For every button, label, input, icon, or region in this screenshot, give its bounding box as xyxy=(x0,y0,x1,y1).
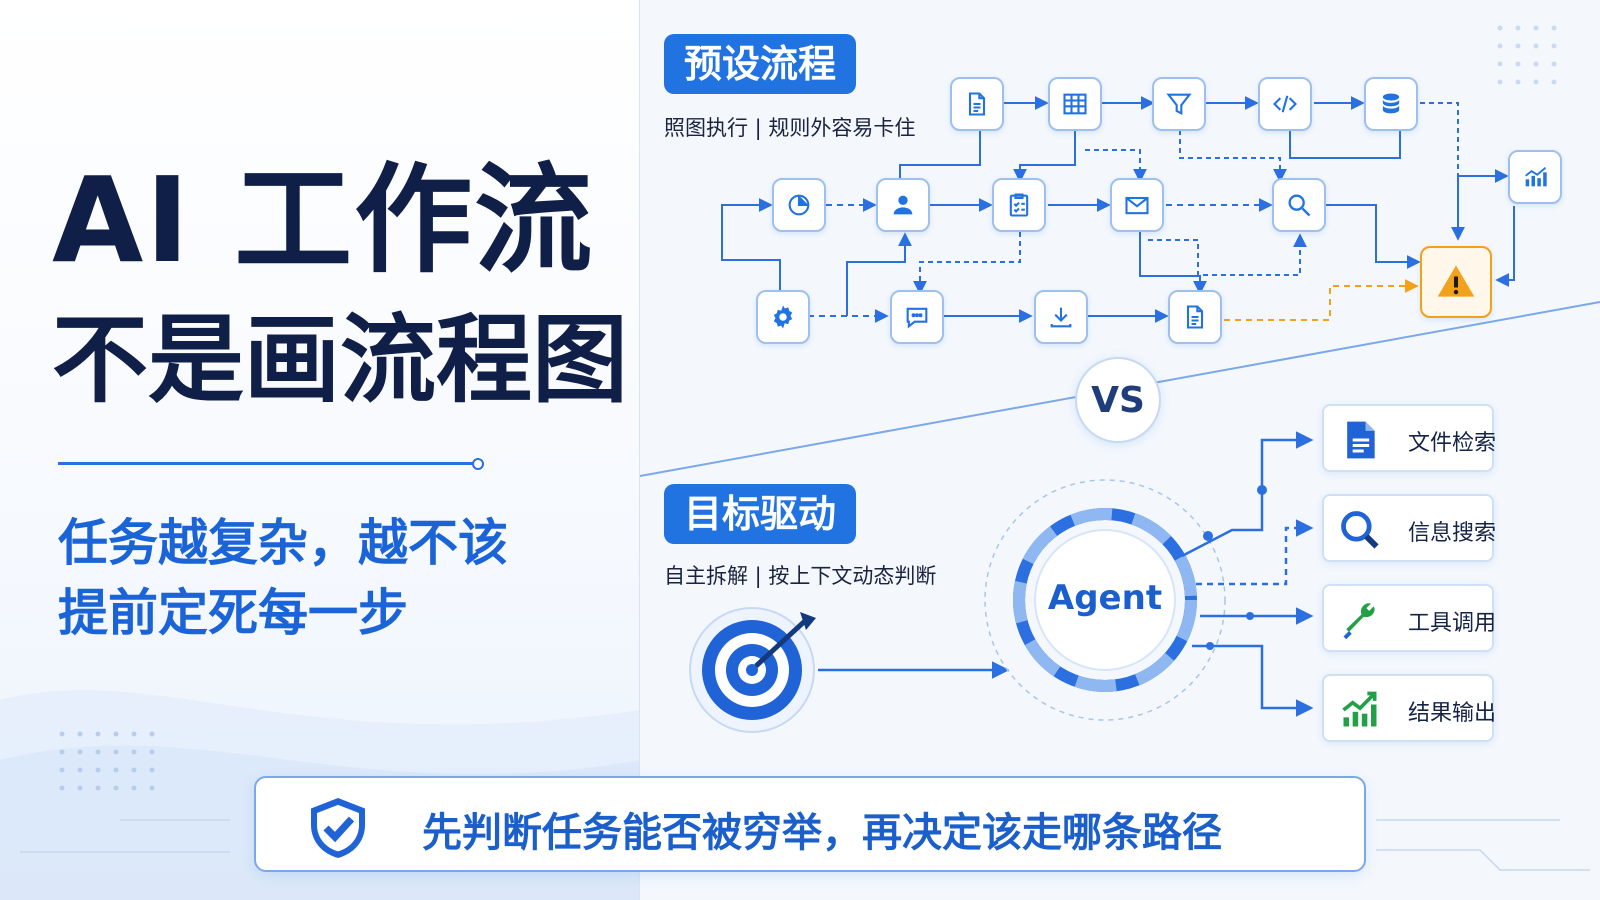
flow-node-warning xyxy=(1420,246,1492,318)
code-icon xyxy=(1273,95,1297,113)
flow-node-bar-chart xyxy=(1508,150,1562,204)
magnifier-icon xyxy=(1341,511,1379,549)
flow-node-download xyxy=(1034,290,1088,344)
flow-node-search xyxy=(1272,178,1326,232)
user-icon xyxy=(893,195,913,215)
subtitle-line1: 任务越复杂，越不该 xyxy=(58,514,508,572)
database-icon xyxy=(1382,93,1400,114)
clipboard-checklist-icon xyxy=(1009,193,1029,217)
goal-driven-tag: 目标驱动 xyxy=(664,484,857,544)
flow-node-mail xyxy=(1110,178,1164,232)
pie-chart-icon xyxy=(788,194,810,216)
flow-node-table xyxy=(1048,77,1102,131)
filter-icon xyxy=(1166,93,1192,116)
flow-node-code xyxy=(1258,77,1312,131)
bar-chart-icon xyxy=(1525,166,1547,187)
search-icon xyxy=(1288,194,1311,217)
download-icon xyxy=(1050,307,1072,328)
flow-node-filter xyxy=(1152,77,1206,131)
file-icon xyxy=(1186,305,1204,329)
flow-node-document xyxy=(950,77,1004,131)
main-title-line1: AI 工作流 xyxy=(52,151,595,289)
table-icon xyxy=(1063,93,1087,115)
title-divider xyxy=(58,458,484,470)
flow-node-database xyxy=(1364,77,1418,131)
growth-chart-icon xyxy=(1342,691,1377,727)
flow-node-checklist xyxy=(992,178,1046,232)
tool-label: 工具调用 xyxy=(1408,611,1497,636)
preset-flow-caption: 照图执行 | 规则外容易卡住 xyxy=(664,116,916,140)
warning-icon xyxy=(1437,265,1475,297)
dot-grid-decoration xyxy=(59,731,155,791)
main-title-line2: 不是画流程图 xyxy=(52,304,628,416)
wrench-icon xyxy=(1343,603,1375,640)
tool-label: 信息搜索 xyxy=(1408,521,1497,546)
flow-node-chat xyxy=(890,290,944,344)
shield-check-icon xyxy=(311,798,365,858)
preset-flow-tag: 预设流程 xyxy=(664,34,857,94)
flow-node-pie-chart xyxy=(772,178,826,232)
flow-node-user xyxy=(876,178,930,232)
flow-node-gear xyxy=(756,290,810,344)
goal-driven-caption: 自主拆解 | 按上下文动态判断 xyxy=(664,564,937,588)
tool-label: 文件检索 xyxy=(1408,431,1497,456)
conclusion-text: 先判断任务能否被穷举，再决定该走哪条路径 xyxy=(422,810,1222,856)
tool-card-file-search: 文件检索 xyxy=(1322,404,1497,472)
tool-card-info-search: 信息搜索 xyxy=(1322,494,1497,562)
tool-label: 结果输出 xyxy=(1408,701,1497,726)
tool-card-result-output: 结果输出 xyxy=(1322,674,1497,742)
agent-label: Agent xyxy=(1047,578,1163,618)
chat-bubble-icon xyxy=(906,307,928,329)
mail-icon xyxy=(1125,196,1149,215)
target-icon xyxy=(689,607,816,733)
subtitle-line2: 提前定死每一步 xyxy=(58,584,408,642)
tool-card-tool-call: 工具调用 xyxy=(1322,584,1497,652)
document-icon xyxy=(968,92,986,116)
document-icon xyxy=(1347,421,1375,459)
conclusion-banner: 先判断任务能否被穷举，再决定该走哪条路径 xyxy=(254,776,1366,872)
flow-node-file xyxy=(1168,290,1222,344)
gear-icon xyxy=(773,305,793,329)
vs-badge: VS xyxy=(1075,357,1161,443)
